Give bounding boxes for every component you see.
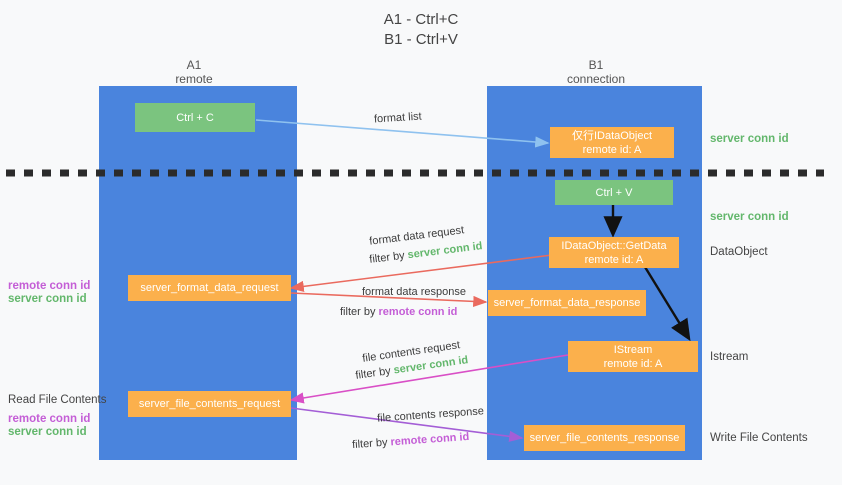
box-server-file-contents-request[interactable]: server_file_contents_request — [128, 391, 291, 417]
box-server-format-data-response[interactable]: server_format_data_response — [488, 290, 646, 316]
column-header-a1: A1 remote — [94, 58, 294, 86]
column-header-a1-name: A1 — [186, 58, 202, 72]
mid-label-format-data-response-filter-value: remote conn id — [378, 306, 458, 318]
mid-label-format-data-response-filter-prefix: filter by — [340, 306, 379, 318]
right-label-dataobject: DataObject — [710, 246, 768, 258]
page-title: A1 - Ctrl+C B1 - Ctrl+V — [0, 10, 842, 50]
mid-label-format-list: format list — [373, 110, 423, 126]
box-idataobject-remote-line-2: remote id: A — [582, 143, 642, 156]
left-label-format-server-conn-id: server conn id — [8, 293, 87, 305]
right-label-server-conn-id-mid: server conn id — [710, 211, 789, 223]
mid-label-format-data-request-filter-prefix: filter by — [368, 249, 409, 266]
mid-label-file-contents-response-filter-prefix: filter by — [351, 436, 391, 452]
left-label-file-server-conn-id: server conn id — [8, 426, 87, 438]
box-istream-line-2: remote id: A — [603, 357, 663, 370]
box-idataobject-remote-line-1: 仅行IDataObject — [571, 129, 653, 142]
box-idataobject-getdata-line-2: remote id: A — [584, 253, 644, 266]
box-server-format-data-request-label: server_format_data_request — [140, 282, 279, 294]
box-ctrl-c-label: Ctrl + C — [176, 111, 214, 124]
column-header-a1-sub: remote — [175, 72, 213, 86]
mid-label-format-data-response: format data response — [362, 286, 466, 298]
box-server-file-contents-request-label: server_file_contents_request — [138, 398, 281, 410]
mid-label-format-data-request-filter-value: server conn id — [406, 240, 484, 262]
left-label-read-file-contents: Read File Contents — [8, 394, 107, 406]
mid-label-format-data-response-filter: filter by remote conn id — [340, 305, 457, 319]
right-label-server-conn-id-top: server conn id — [710, 133, 789, 145]
box-ctrl-v[interactable]: Ctrl + V — [555, 180, 673, 205]
box-server-format-data-response-label: server_format_data_response — [493, 297, 641, 309]
column-header-b1-name: B1 — [588, 58, 604, 72]
box-ctrl-c[interactable]: Ctrl + C — [135, 103, 255, 132]
box-idataobject-getdata-line-1: IDataObject::GetData — [561, 239, 667, 252]
box-istream[interactable]: IStream remote id: A — [568, 341, 698, 372]
box-ctrl-v-label: Ctrl + V — [595, 186, 633, 199]
mid-label-file-contents-response-filter: filter by remote conn id — [352, 430, 470, 452]
box-server-file-contents-response[interactable]: server_file_contents_response — [524, 425, 685, 451]
mid-label-file-contents-response: file contents response — [376, 405, 485, 425]
mid-label-file-contents-request-filter-prefix: filter by — [354, 364, 395, 382]
mid-label-file-contents-response-filter-value: remote conn id — [390, 430, 470, 449]
left-label-format-remote-conn-id: remote conn id — [8, 280, 91, 292]
box-server-file-contents-response-label: server_file_contents_response — [529, 432, 680, 444]
title-line-2: B1 - Ctrl+V — [384, 31, 458, 48]
left-label-file-remote-conn-id: remote conn id — [8, 413, 91, 425]
box-istream-line-1: IStream — [613, 343, 653, 356]
box-server-format-data-request[interactable]: server_format_data_request — [128, 275, 291, 301]
right-label-write-file-contents: Write File Contents — [710, 432, 808, 444]
box-idataobject-getdata[interactable]: IDataObject::GetData remote id: A — [549, 237, 679, 268]
title-line-1: A1 - Ctrl+C — [383, 11, 459, 28]
right-label-istream: Istream — [710, 351, 749, 363]
column-header-b1: B1 connection — [496, 58, 696, 86]
column-header-b1-sub: connection — [566, 72, 626, 86]
box-idataobject-remote[interactable]: 仅行IDataObject remote id: A — [550, 127, 674, 158]
